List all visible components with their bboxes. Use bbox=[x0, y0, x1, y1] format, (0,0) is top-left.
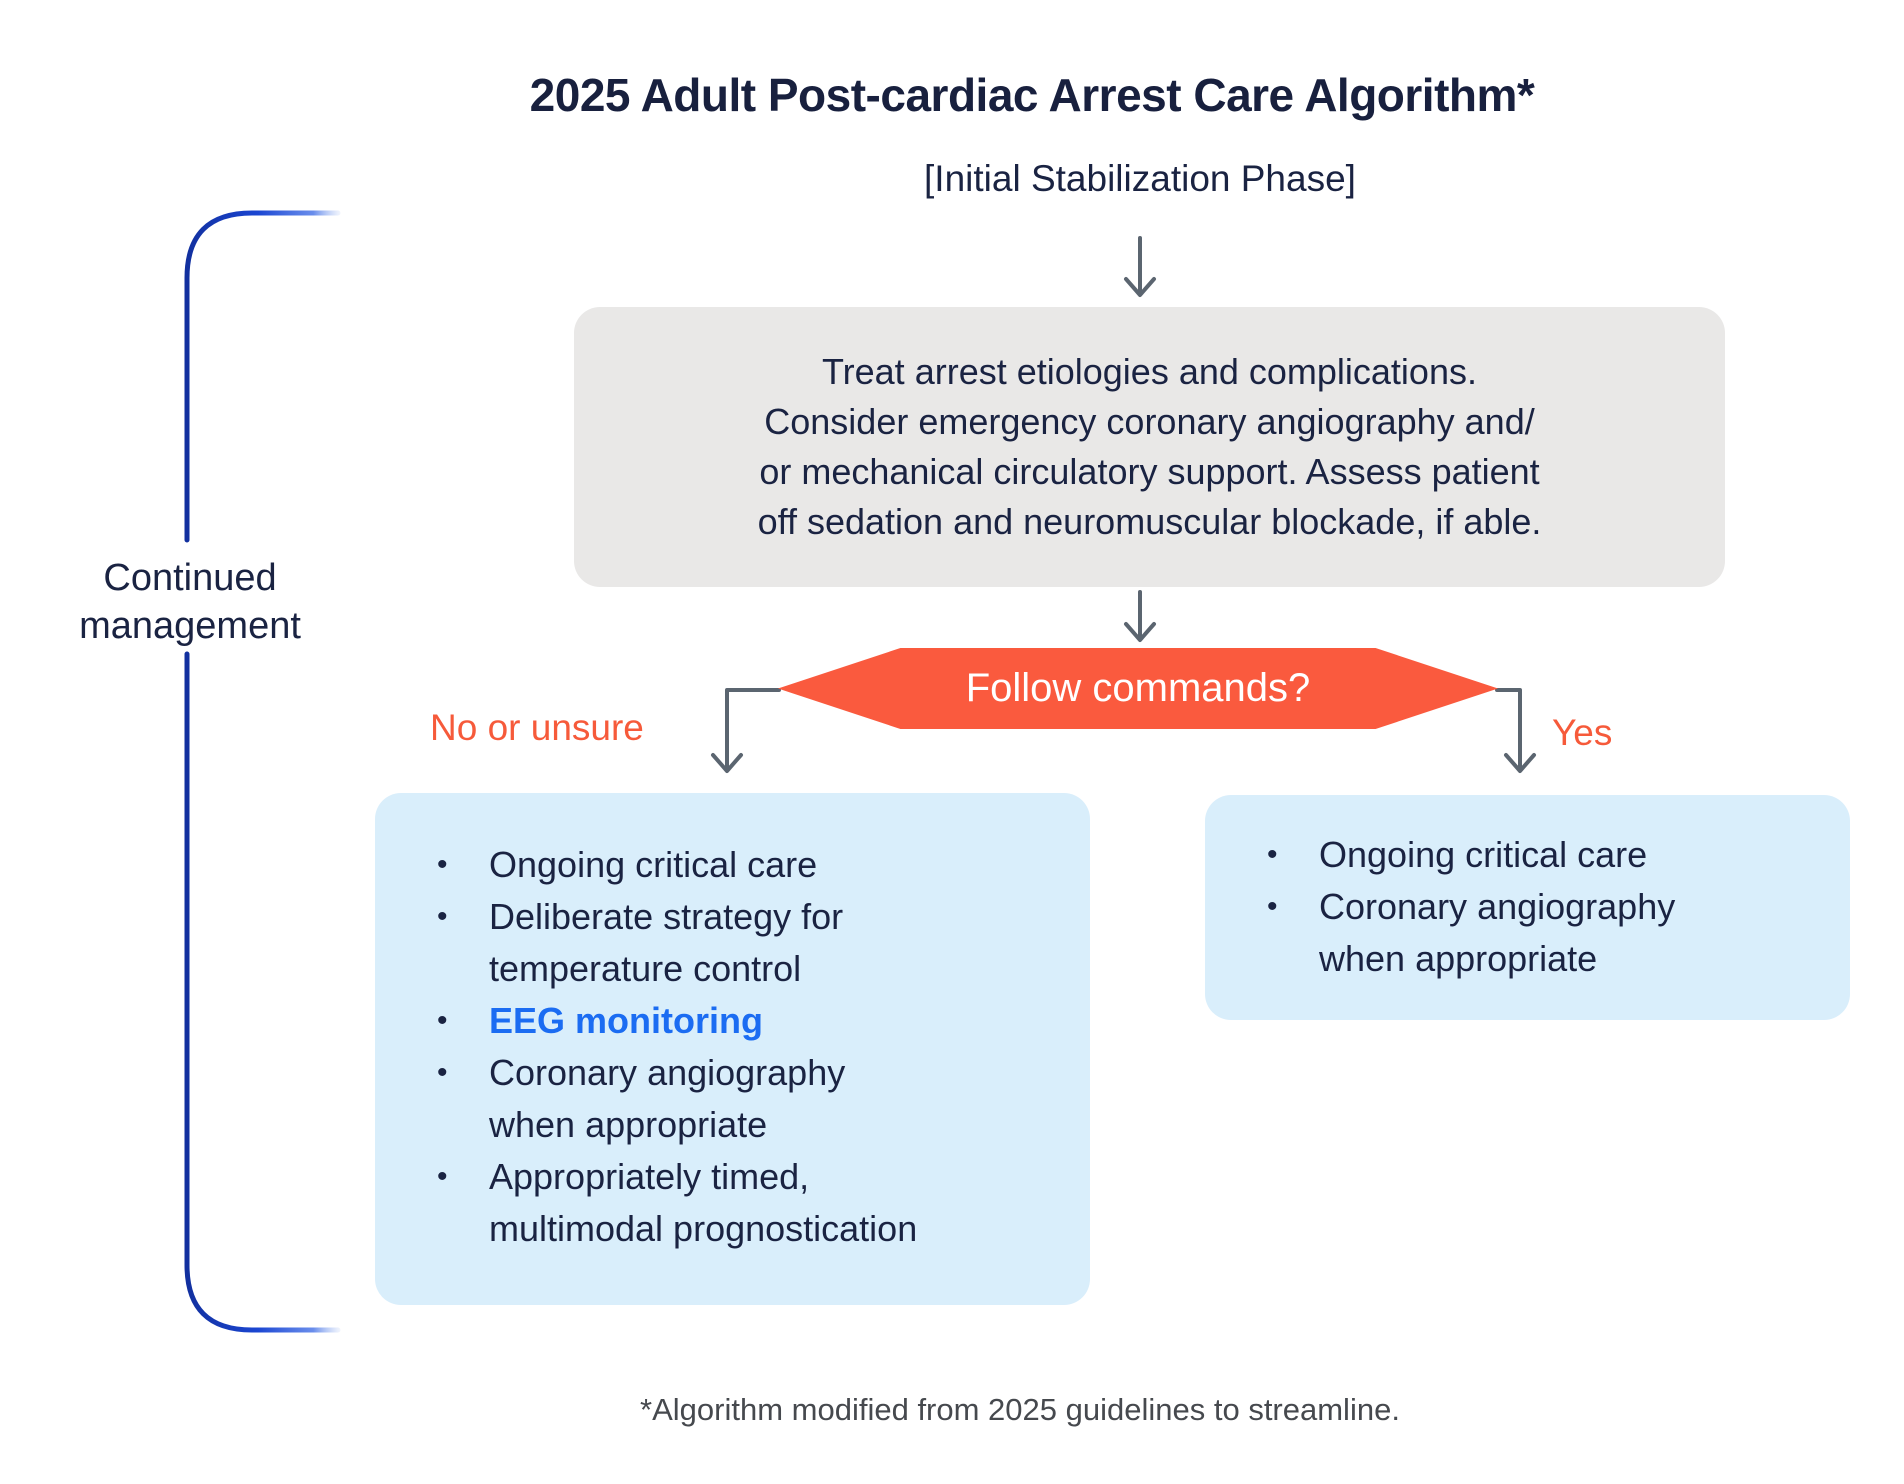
treatment-box: Treat arrest etiologies and complication… bbox=[574, 307, 1725, 587]
bullet-icon: • bbox=[1267, 838, 1278, 871]
list-item-text: Ongoing critical care bbox=[489, 844, 818, 885]
list-item-text: EEG monitoring bbox=[489, 1000, 763, 1041]
list-item: • Ongoing critical care bbox=[1267, 829, 1820, 881]
list-item: • Deliberate strategy for temperature co… bbox=[437, 891, 1060, 995]
branch-label-no-or-unsure: No or unsure bbox=[430, 707, 644, 748]
bullet-icon: • bbox=[437, 848, 448, 881]
continued-management-bracket-top bbox=[184, 210, 341, 543]
continued-management-bracket-bottom bbox=[184, 651, 341, 1333]
bullet-icon: • bbox=[1267, 890, 1278, 923]
elbow-connector-yes-icon bbox=[1495, 688, 1536, 773]
decision-label: Follow commands? bbox=[965, 666, 1311, 710]
list-item-text: Appropriately timed, multimodal prognost… bbox=[489, 1156, 918, 1249]
list-item: • Coronary angiography when appropriate bbox=[1267, 881, 1820, 985]
decision-hexagon: Follow commands? bbox=[778, 648, 1498, 729]
treatment-box-text: Treat arrest etiologies and complication… bbox=[757, 351, 1542, 542]
page-title: 2025 Adult Post-cardiac Arrest Care Algo… bbox=[529, 69, 1535, 121]
list-item: • EEG monitoring bbox=[437, 995, 1060, 1047]
list-item-text: Ongoing critical care bbox=[1319, 834, 1648, 875]
list-item-text: Coronary angiography when appropriate bbox=[1319, 886, 1676, 979]
branch-label-yes: Yes bbox=[1552, 712, 1613, 753]
bullet-icon: • bbox=[437, 900, 448, 933]
no-outcome-box: • Ongoing critical care • Deliberate str… bbox=[375, 793, 1090, 1305]
arrow-down-to-decision-icon bbox=[1124, 590, 1156, 642]
yes-outcome-list: • Ongoing critical care • Coronary angio… bbox=[1205, 795, 1850, 985]
arrow-down-to-treatment-icon bbox=[1124, 236, 1156, 297]
list-item-text: Coronary angiography when appropriate bbox=[489, 1052, 846, 1145]
phase-label: [Initial Stabilization Phase] bbox=[924, 158, 1356, 199]
continued-management-label: Continued management bbox=[79, 557, 301, 647]
no-outcome-list: • Ongoing critical care • Deliberate str… bbox=[375, 793, 1090, 1255]
list-item-text: Deliberate strategy for temperature cont… bbox=[489, 896, 844, 989]
yes-outcome-box: • Ongoing critical care • Coronary angio… bbox=[1205, 795, 1850, 1020]
bullet-icon: • bbox=[437, 1160, 448, 1193]
bullet-icon: • bbox=[437, 1056, 448, 1089]
bullet-icon: • bbox=[437, 1004, 448, 1037]
footnote: *Algorithm modified from 2025 guidelines… bbox=[640, 1392, 1400, 1427]
list-item: • Ongoing critical care bbox=[437, 839, 1060, 891]
list-item: • Appropriately timed, multimodal progno… bbox=[437, 1151, 1060, 1255]
elbow-connector-no-icon bbox=[711, 688, 781, 773]
list-item: • Coronary angiography when appropriate bbox=[437, 1047, 1060, 1151]
